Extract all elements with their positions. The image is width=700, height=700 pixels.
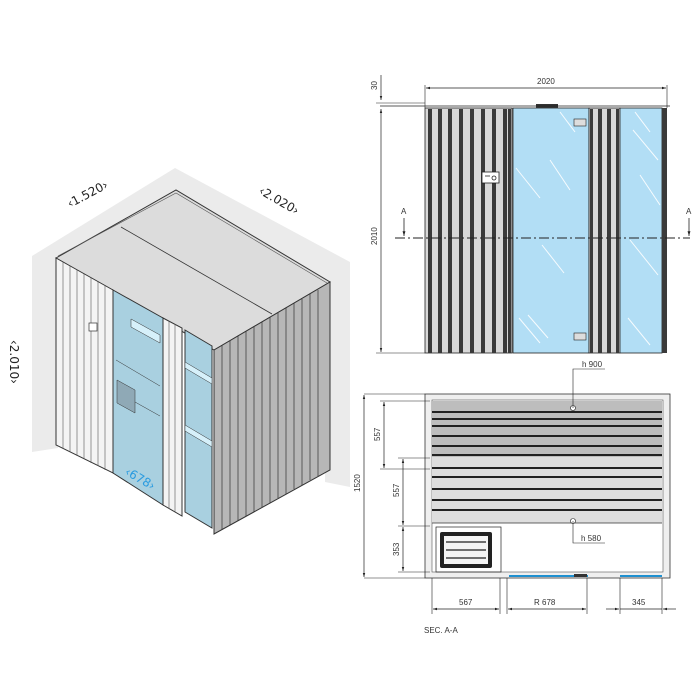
floor-depth: 353 [392, 542, 401, 556]
upper-bench-height: h 900 [582, 360, 603, 369]
wall-slats [428, 109, 511, 353]
section-plan: h 900 h 580 1520 557 557 353 567 R 67 [353, 360, 676, 635]
front-left-wall [55, 257, 114, 474]
upper-bench-depth: 557 [373, 427, 382, 441]
isometric-view: ‹678› ‹1.520› ‹2.020› ‹2.010 [7, 168, 350, 535]
height-dimension: 2010 [370, 227, 379, 245]
height-label: ‹2.010› [7, 340, 21, 384]
section-marker-left: A [401, 207, 407, 216]
depth-label: ‹1.520› [65, 178, 110, 211]
heater-control-icon [88, 322, 98, 332]
glass-door [512, 107, 590, 354]
section-caption: SEC. A-A [424, 626, 458, 635]
front-elevation: A A 2020 30 2010 [370, 75, 692, 354]
upper-bench [432, 401, 662, 457]
heater-width-dimension: 567 [459, 598, 473, 607]
width-dimension: 2020 [537, 77, 555, 86]
lower-bench-depth: 557 [392, 483, 401, 497]
glass-width-dimension: 345 [632, 598, 646, 607]
width-label: ‹2.020› [257, 183, 302, 217]
lower-bench [432, 457, 662, 524]
door-hinge-top [573, 118, 587, 127]
side-glass-panel [619, 107, 663, 354]
top-offset-dimension: 30 [370, 81, 379, 90]
heater-control-icon [481, 171, 500, 184]
center-post [162, 317, 183, 517]
sauna-heater [435, 526, 502, 573]
door-hinge-bottom [573, 332, 587, 341]
section-marker-right: A [686, 207, 692, 216]
depth-dimension: 1520 [353, 474, 362, 492]
side-wall [213, 281, 331, 535]
door-width-dimension: R 678 [534, 598, 556, 607]
lower-bench-height: h 580 [581, 534, 602, 543]
